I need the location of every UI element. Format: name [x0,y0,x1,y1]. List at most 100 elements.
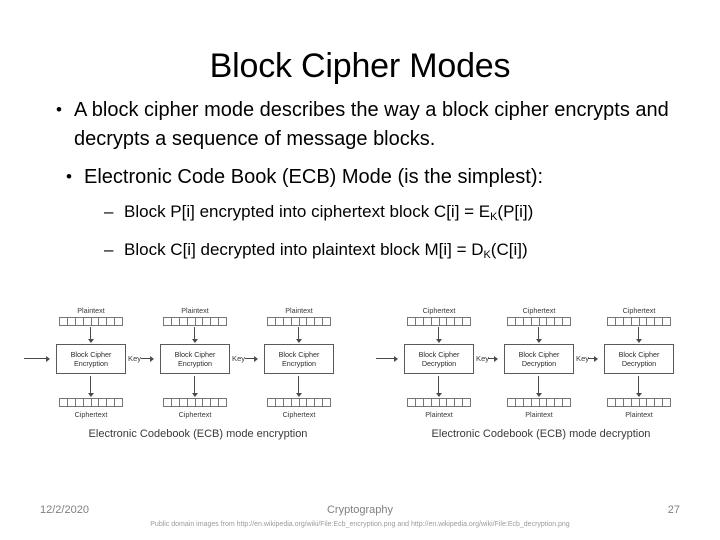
bottom-label: Plaintext [625,410,653,419]
top-block-cells [163,317,227,326]
top-label: Ciphertext [622,306,656,315]
bullet-text: A block cipher mode describes the way a … [74,99,669,150]
bottom-label: Plaintext [525,410,553,419]
key-input: Key [476,352,500,366]
arrow-down-icon [535,327,542,343]
cipher-box-line2: Decryption [521,359,557,368]
arrow-right-icon [376,355,398,362]
top-block-cells [407,317,471,326]
arrow-right-icon [245,355,258,362]
top-label: Ciphertext [522,306,556,315]
bottom-label: Ciphertext [178,410,212,419]
image-credit: Public domain images from http://en.wiki… [150,521,570,528]
subbullet-item-1: – Block P[i] encrypted into ciphertext b… [104,199,690,230]
top-label: Plaintext [285,306,313,315]
key-label: Key [476,354,490,363]
footer-center-label: Cryptography [326,504,394,516]
arrow-down-icon [87,327,94,343]
cipher-box-line1: Block Cipher [174,349,216,359]
encryption-caption: Electronic Codebook (ECB) mode encryptio… [88,428,308,440]
page-title: Block Cipher Modes [209,47,511,85]
bullet-marker: • [66,167,72,186]
key-input [376,352,400,366]
key-label: Key [576,354,590,363]
cipher-box-line2: Encryption [74,359,108,368]
key-input [24,352,52,366]
key-label: Key [232,354,246,363]
arrow-down-icon [635,327,642,343]
subscript-key: K [490,210,498,223]
arrow-right-icon [24,355,50,362]
slide-footer: 12/2/2020 Cryptography 27 [0,504,720,520]
bottom-block-cells [607,398,671,407]
key-label: Key [128,354,142,363]
arrow-right-icon [588,355,598,362]
subbullet-marker: – [104,202,114,221]
cipher-box-line1: Block Cipher [618,349,660,359]
top-label: Plaintext [77,306,105,315]
bottom-label: Plaintext [425,410,453,419]
footer-date: 12/2/2020 [40,504,89,516]
subbullet-text: Block P[i] encrypted into ciphertext blo… [124,202,491,221]
bullet-text: Electronic Code Book (ECB) Mode (is the … [84,166,544,188]
key-input: Key [576,352,600,366]
bullet-item-1: • A block cipher mode describes the way … [56,96,684,154]
bottom-block-cells [407,398,471,407]
top-block-cells [59,317,123,326]
arrow-down-icon [535,376,542,397]
bottom-label: Ciphertext [282,410,316,419]
bottom-block-cells [59,398,123,407]
arrow-down-icon [295,327,302,343]
bottom-block-cells [507,398,571,407]
arrow-right-icon [488,355,498,362]
key-input: Key [128,352,156,366]
cipher-box-line2: Decryption [621,359,657,368]
bullet-item-2: • Electronic Code Book (ECB) Mode (is th… [66,163,684,192]
cipher-box-line2: Encryption [282,359,316,368]
subbullet-text: Block C[i] decrypted into plaintext bloc… [124,239,484,259]
bottom-block-cells [267,398,331,407]
top-block-cells [267,317,331,326]
cipher-box-line1: Block Cipher [278,349,320,359]
decryption-caption: Electronic Codebook (ECB) mode decryptio… [431,428,651,440]
subbullet-marker: – [104,239,114,259]
subbullet-text-tail: (C[i]) [490,239,528,259]
bottom-label: Ciphertext [74,410,108,419]
bottom-block-cells [163,398,227,407]
slide-body: • A block cipher mode describes the way … [0,96,720,268]
top-label: Plaintext [181,306,209,315]
arrow-down-icon [295,376,302,397]
arrow-down-icon [435,376,442,397]
subbullet-text-tail: (P[i]) [497,202,534,221]
slide-number: 27 [667,504,680,516]
arrow-down-icon [191,376,198,397]
cipher-box-line1: Block Cipher [418,349,460,359]
cipher-box-line1: Block Cipher [70,349,112,359]
top-block-cells [507,317,571,326]
cipher-box-line2: Decryption [421,359,457,368]
cipher-box-line2: Encryption [178,359,212,368]
subscript-key: K [483,248,491,261]
top-block-cells [607,317,671,326]
arrow-down-icon [87,376,94,397]
key-input: Key [232,352,260,366]
top-label: Ciphertext [422,306,456,315]
bullet-marker: • [56,100,62,119]
